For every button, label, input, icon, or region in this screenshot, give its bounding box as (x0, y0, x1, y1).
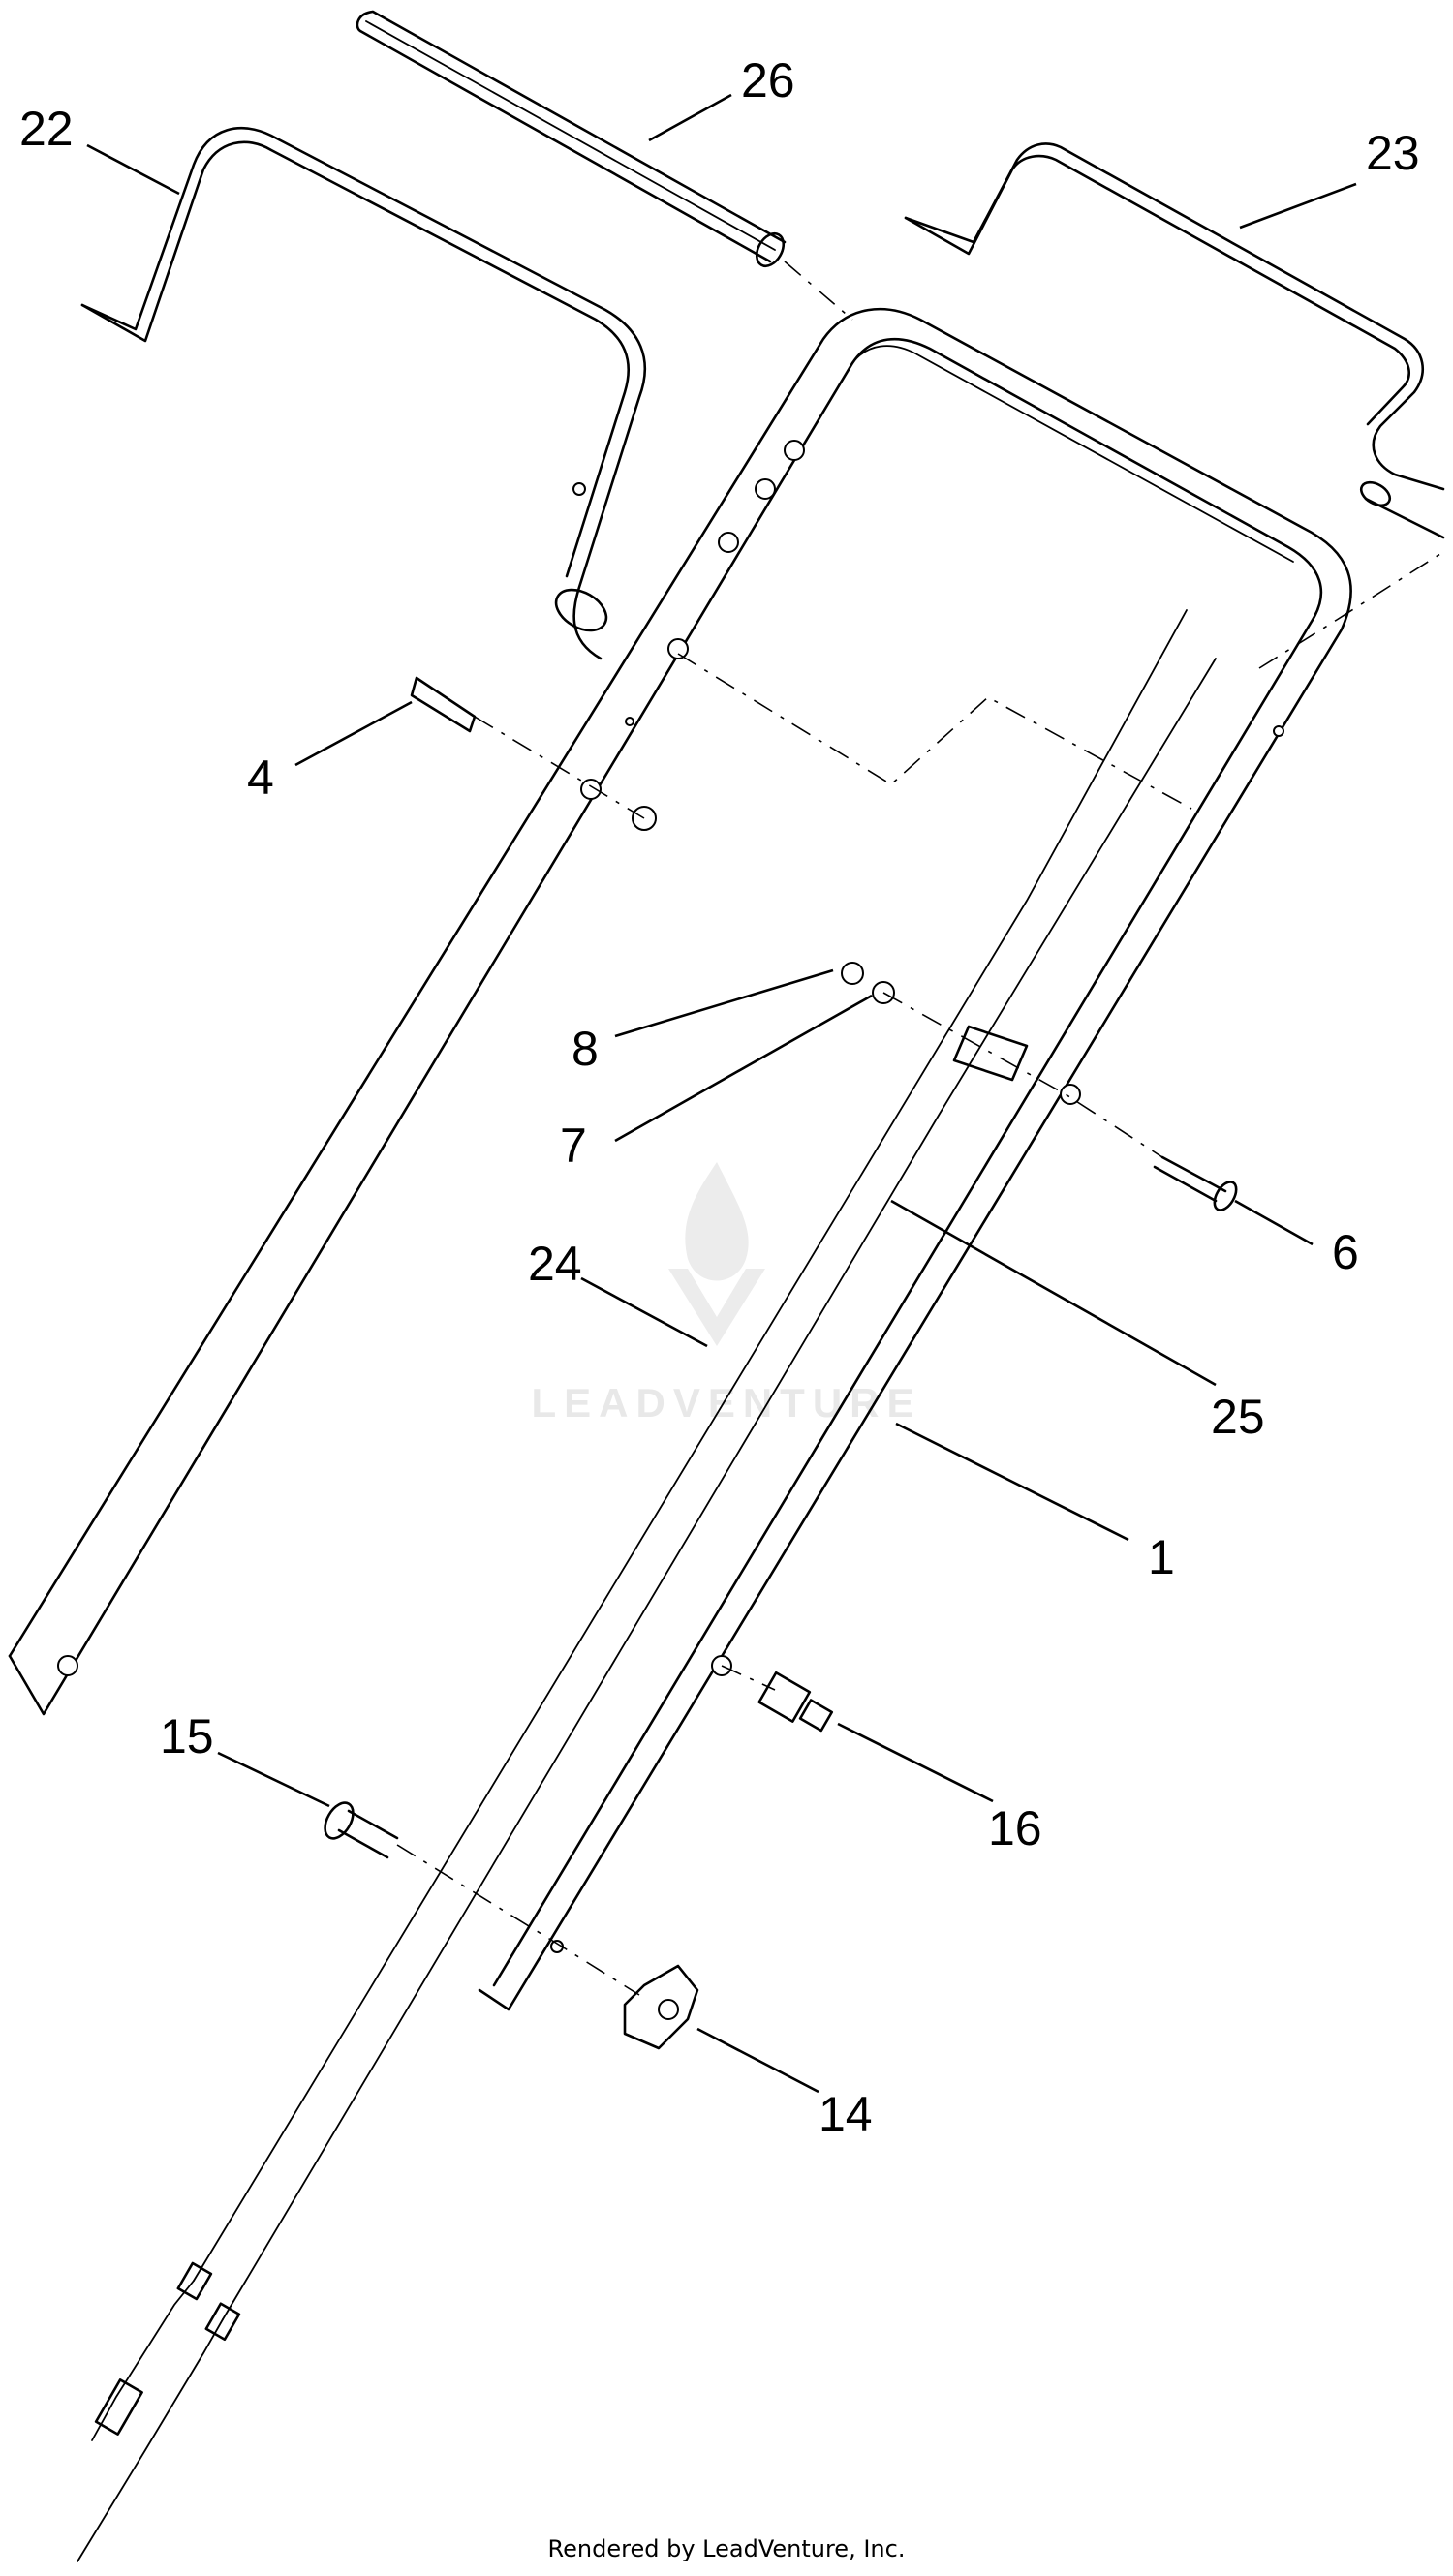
callout-24: 24 (528, 1237, 582, 1291)
footer-credit: Rendered by LeadVenture, Inc. (548, 2535, 906, 2562)
callout-4: 4 (247, 751, 274, 805)
callout-7: 7 (560, 1119, 587, 1173)
part-16-bolt (757, 1671, 834, 1733)
callout-1: 1 (1148, 1530, 1175, 1584)
part-4-clip (410, 676, 657, 831)
part-8-nut (841, 962, 864, 985)
callout-8: 8 (572, 1022, 599, 1076)
part-23-bar (904, 142, 1445, 539)
callout-26: 26 (741, 53, 795, 107)
part-1-frame (8, 307, 1352, 2011)
callout-23: 23 (1366, 126, 1420, 180)
watermark-text: LEADVENTURE (531, 1380, 921, 1426)
part-6-bolt (1153, 1155, 1238, 1211)
part-26-tube (356, 10, 787, 268)
callout-16: 16 (988, 1801, 1042, 1855)
callout-leaders (86, 93, 1357, 2094)
cable-clamp (952, 1025, 1029, 1082)
callout-22: 22 (19, 102, 74, 156)
callout-25: 25 (1211, 1390, 1265, 1444)
flame-logo-icon (668, 1162, 765, 1346)
part-14-knob (623, 1964, 699, 2050)
callout-15: 15 (160, 1709, 214, 1763)
leadventure-watermark: LEADVENTURE (531, 1162, 921, 1426)
part-15-bolt (324, 1801, 399, 1859)
cables (77, 609, 1217, 2562)
callout-14: 14 (819, 2087, 873, 2141)
callout-6: 6 (1332, 1225, 1359, 1279)
callout-labels: 22 26 23 4 8 7 6 24 25 1 15 16 14 (19, 53, 1420, 2141)
part-22-bar (80, 126, 647, 660)
assembly-lines (396, 261, 1444, 1996)
